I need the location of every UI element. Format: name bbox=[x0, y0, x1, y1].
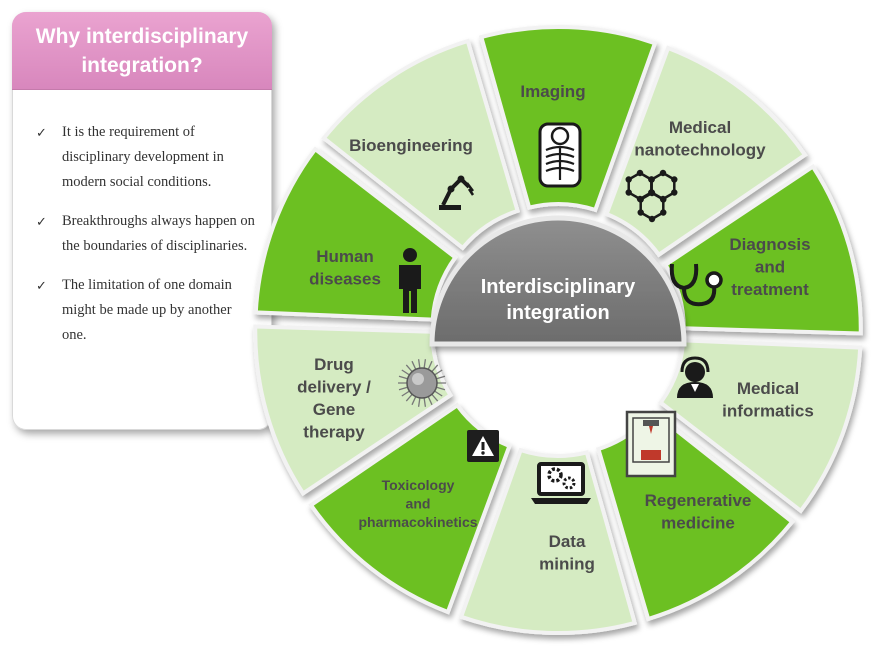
person-icon bbox=[399, 248, 421, 313]
checkmark-icon: ✓ bbox=[36, 214, 47, 229]
segment-label-line: informatics bbox=[722, 401, 814, 420]
segment-label: Diagnosis and treatment bbox=[729, 235, 810, 299]
bullet-text: It is the requirement of disciplinary de… bbox=[62, 124, 224, 190]
bullet-text: The limitation of one domain might be ma… bbox=[62, 277, 232, 343]
checkmark-icon: ✓ bbox=[36, 125, 47, 140]
doctor-headset-icon bbox=[677, 356, 713, 398]
segment-label-line: Data bbox=[549, 532, 586, 551]
segment-label: Drug delivery / Gene therapy bbox=[297, 355, 371, 441]
segment-medical-informatics: Medical informatics bbox=[657, 338, 863, 514]
segment-label-line: Gene bbox=[313, 400, 356, 419]
segment-wedge bbox=[657, 338, 863, 514]
segment-label: Medical informatics bbox=[722, 379, 814, 420]
segment-toxicology-and-pharmacokinetics: Toxicology and pharmacokinetics bbox=[308, 402, 512, 615]
stethoscope-icon bbox=[669, 263, 723, 307]
segment-wedge bbox=[320, 38, 521, 251]
segment-bioengineering: Bioengineering bbox=[320, 38, 521, 251]
segment-label-line: mining bbox=[539, 554, 595, 573]
segment-label: Data mining bbox=[539, 532, 595, 573]
segment-label-line: pharmacokinetics bbox=[358, 514, 477, 530]
segment-label: Bioengineering bbox=[349, 136, 473, 155]
segment-label-line: Diagnosis bbox=[729, 235, 810, 254]
callout-body: ✓ It is the requirement of disciplinary … bbox=[12, 90, 272, 348]
segment-medical-nanotechnology: Medical nanotechnology bbox=[604, 45, 808, 258]
segment-label-line: and bbox=[755, 257, 785, 276]
checkmark-icon: ✓ bbox=[36, 278, 47, 293]
segment-label-line: delivery / bbox=[297, 377, 371, 396]
segment-label-line: Regenerative bbox=[645, 491, 752, 510]
segment-label-line: Medical bbox=[737, 379, 799, 398]
segment-wedge bbox=[478, 25, 658, 213]
callout-title: Why interdisciplinary integration? bbox=[35, 24, 249, 77]
segment-label: Regenerative medicine bbox=[645, 491, 752, 532]
nanoparticle-icon bbox=[398, 359, 446, 407]
chest-xray-icon bbox=[538, 122, 582, 188]
callout-header: Why interdisciplinary integration? bbox=[12, 12, 272, 90]
segment-wedge bbox=[458, 447, 638, 635]
segment-label-line: Drug bbox=[314, 355, 354, 374]
segment-label-line: treatment bbox=[731, 280, 809, 299]
bullet-item: ✓ Breakthroughs always happen on the bou… bbox=[34, 209, 256, 259]
segment-label-line: therapy bbox=[303, 422, 365, 441]
bullet-item: ✓ The limitation of one domain might be … bbox=[34, 273, 256, 348]
segment-label: Imaging bbox=[520, 82, 585, 101]
segment-wedge bbox=[253, 324, 454, 497]
segment-label-line: Human bbox=[316, 247, 374, 266]
molecule-icon bbox=[625, 169, 678, 223]
center-title-line1: Interdisciplinary bbox=[481, 276, 636, 298]
segment-data-mining: Data mining bbox=[458, 447, 638, 635]
segment-label: Human diseases bbox=[309, 247, 381, 288]
bullet-text: Breakthroughs always happen on the bound… bbox=[62, 213, 255, 254]
segment-label-line: nanotechnology bbox=[634, 140, 766, 159]
callout-box: Why interdisciplinary integration? ✓ It … bbox=[12, 12, 272, 430]
segment-drug-delivery-gene-therapy: Drug delivery / Gene therapy bbox=[253, 324, 454, 497]
center-hub: Interdisciplinary integration bbox=[429, 215, 687, 347]
center-title-line2: integration bbox=[506, 302, 609, 324]
warning-icon bbox=[467, 430, 499, 462]
segment-human-diseases: Human diseases bbox=[253, 146, 459, 322]
segment-label-line: diseases bbox=[309, 269, 381, 288]
segment-wedge bbox=[604, 45, 808, 258]
robot-arm-icon bbox=[439, 175, 475, 210]
segment-label-line: and bbox=[406, 496, 431, 512]
segment-regenerative-medicine: Regenerative medicine bbox=[595, 409, 796, 622]
bullet-item: ✓ It is the requirement of disciplinary … bbox=[34, 120, 256, 195]
segment-label-line: Medical bbox=[669, 118, 731, 137]
segment-label-line: Imaging bbox=[520, 82, 585, 101]
laptop-gears-icon bbox=[531, 462, 591, 504]
segment-label: Medical nanotechnology bbox=[634, 118, 766, 159]
segment-label-line: Bioengineering bbox=[349, 136, 473, 155]
segment-label-line: Toxicology bbox=[382, 477, 455, 493]
segment-diagnosis-and-treatment: Diagnosis and treatment bbox=[662, 163, 863, 336]
3d-printer-icon bbox=[625, 410, 677, 478]
segment-imaging: Imaging bbox=[478, 25, 658, 213]
segment-label-line: medicine bbox=[661, 513, 735, 532]
segment-label: Toxicology and pharmacokinetics bbox=[358, 477, 477, 530]
